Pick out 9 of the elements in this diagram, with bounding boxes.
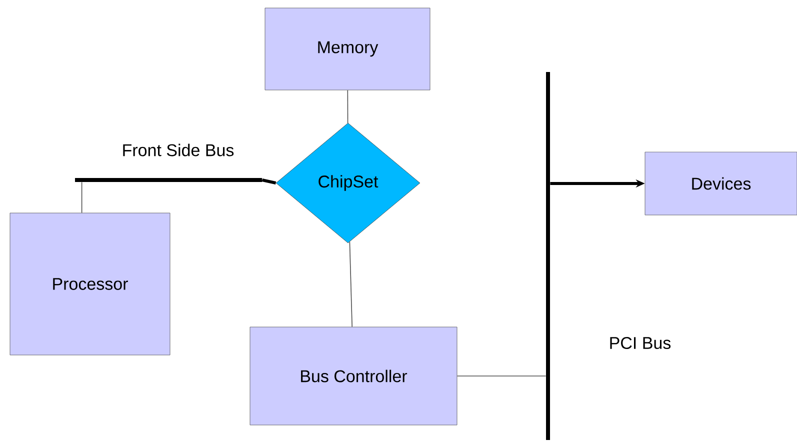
process-box: Devices <box>644 152 797 216</box>
process-box: Memory <box>264 8 430 90</box>
connector-line <box>262 178 276 184</box>
connector-line <box>81 182 82 214</box>
bus-line: Front Side Bus <box>75 144 262 182</box>
process-box: Processor <box>10 212 170 356</box>
connector-line <box>347 90 348 124</box>
process-box: Bus Controller <box>250 326 458 426</box>
connector-line <box>349 241 352 328</box>
